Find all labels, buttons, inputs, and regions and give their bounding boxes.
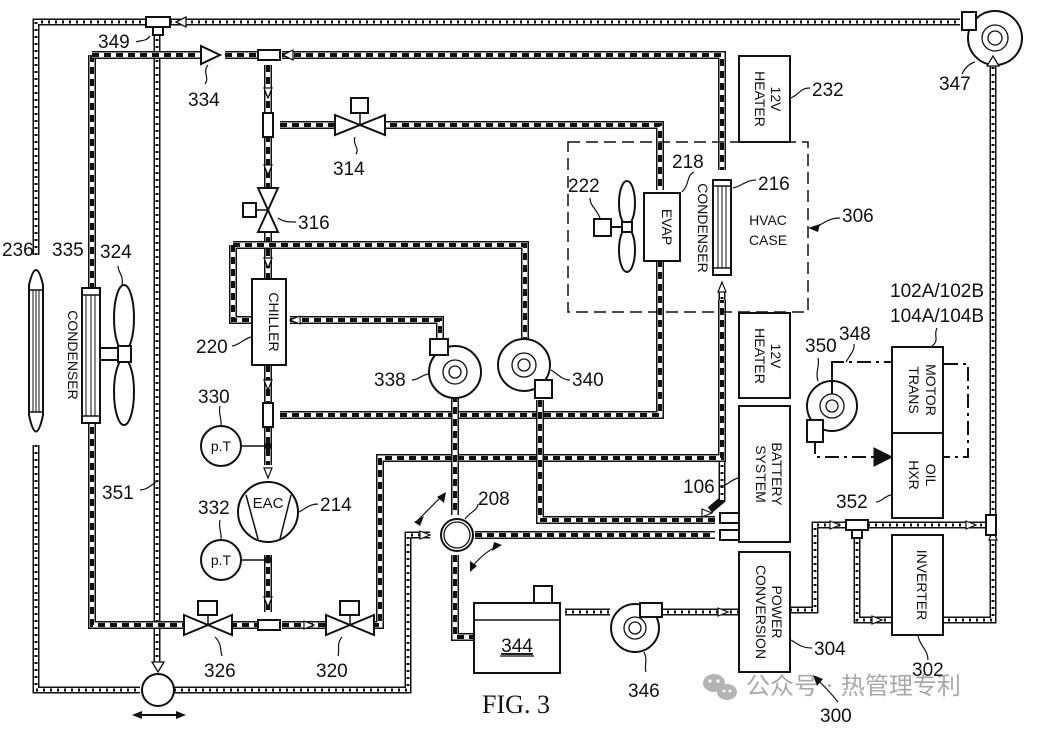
figure-title: FIG. 3 — [482, 690, 550, 719]
ref-218: 218 — [672, 152, 704, 173]
motor-trans: MOTOR TRANS — [891, 346, 944, 434]
ref-346: 346 — [628, 681, 660, 702]
ref-306: 306 — [842, 206, 874, 227]
ref-334: 334 — [188, 90, 220, 111]
pump-340 — [497, 338, 553, 399]
pump-347 — [961, 10, 1023, 67]
power-conversion: POWER CONVERSION — [738, 551, 791, 673]
chiller-label: CHILLER — [266, 292, 282, 351]
ref-300: 300 — [820, 706, 852, 727]
inverter: INVERTER — [891, 534, 944, 636]
shutoff-valve-326 — [183, 600, 233, 637]
check-valve-334 — [200, 44, 223, 66]
watermark-text: 公众号 · 热管理专利 — [746, 672, 961, 700]
tee-349 — [145, 15, 187, 36]
pump-338 — [428, 338, 482, 399]
ref-102: 102A/102B — [890, 281, 984, 302]
tee-fitting — [262, 112, 274, 138]
oil-pump-350 — [806, 362, 858, 443]
oil-hxr: OIL HXR — [891, 432, 944, 519]
tee-fitting — [262, 402, 274, 428]
hvac-case-label-2: CASE — [749, 232, 787, 248]
ref-314: 314 — [333, 159, 365, 180]
evaporator: EVAP — [643, 192, 681, 262]
eac-compressor: EAC — [237, 481, 299, 543]
heater-top-line1: 12V — [768, 87, 784, 113]
ref-106: 106 — [683, 477, 715, 498]
eac-label: EAC — [253, 495, 284, 512]
expansion-valve-314 — [334, 97, 386, 137]
ref-302: 302 — [912, 660, 944, 681]
radiator-236 — [28, 269, 44, 433]
oil-line2: HXR — [906, 460, 922, 490]
reservoir-344: 344 — [473, 585, 561, 674]
ref-214: 214 — [320, 495, 352, 516]
heater-232: 12V HEATER — [738, 55, 791, 143]
ref-304: 304 — [814, 639, 846, 660]
battery-line1: BATTERY — [769, 442, 785, 506]
battery-system: BATTERY SYSTEM — [719, 405, 791, 543]
hvac-condenser-label: CONDENSER — [695, 183, 711, 272]
ref-320: 320 — [316, 661, 348, 682]
ref-208: 208 — [478, 489, 510, 510]
hvac-case-outline — [567, 141, 809, 313]
inverter-label: INVERTER — [914, 550, 930, 621]
ref-332: 332 — [198, 498, 230, 519]
ref-350: 350 — [805, 336, 837, 357]
power-conv-line1: POWER — [769, 586, 785, 639]
battery-coolant-loop — [229, 241, 715, 641]
hvac-blower-fan — [593, 180, 636, 273]
heater-mid-line1: 12V — [768, 344, 784, 370]
expansion-valve-320 — [325, 600, 375, 637]
evap-label: EVAP — [659, 209, 675, 245]
ref-326: 326 — [204, 661, 236, 682]
ref-349: 349 — [98, 32, 130, 53]
chiller: CHILLER — [251, 278, 287, 366]
flow-arrows — [263, 49, 998, 630]
pt-upper-label: p.T — [211, 438, 232, 454]
hvac-condenser: CONDENSER — [695, 179, 732, 276]
heater-mid: 12V HEATER — [738, 312, 791, 399]
ref-348: 348 — [839, 324, 871, 345]
ref-344: 344 — [501, 636, 533, 657]
pt-sensor-330: p.T — [200, 425, 272, 467]
ref-351: 351 — [102, 483, 134, 504]
ref-316: 316 — [298, 213, 330, 234]
ref-324: 324 — [100, 242, 132, 263]
wechat-icon — [703, 674, 737, 700]
tee-fitting — [257, 49, 281, 61]
ref-222: 222 — [568, 176, 600, 197]
ref-340: 340 — [572, 370, 604, 391]
motor-line2: TRANS — [906, 366, 922, 413]
hvac-case-label-1: HVAC — [749, 212, 787, 228]
ref-104: 104A/104B — [890, 306, 984, 327]
refrigerant-loop — [88, 51, 726, 629]
ref-347: 347 — [939, 74, 971, 95]
ref-335: 335 — [52, 240, 84, 261]
ref-330: 330 — [198, 387, 230, 408]
ref-236: 236 — [2, 240, 34, 261]
oil-line1: OIL — [923, 464, 939, 487]
heater-top-line2: HEATER — [752, 71, 768, 127]
expansion-valve-316 — [242, 187, 280, 233]
heater-mid-line2: HEATER — [752, 328, 768, 384]
front-condenser-335: CONDENSER — [65, 287, 101, 424]
ref-216: 216 — [758, 174, 790, 195]
pump-346 — [610, 602, 663, 653]
ref-232: 232 — [812, 80, 844, 101]
ref-220: 220 — [196, 337, 228, 358]
mixing-valve-bottom — [132, 661, 186, 719]
front-condenser-label: CONDENSER — [65, 310, 81, 399]
power-conv-line2: CONVERSION — [753, 565, 769, 659]
ref-338: 338 — [374, 370, 406, 391]
ref-352: 352 — [836, 492, 868, 513]
tee-fitting — [257, 619, 281, 631]
pt-sensor-332: p.T — [200, 539, 272, 581]
front-fan-324 — [99, 284, 135, 426]
watermark: 公众号 · 热管理专利 — [703, 672, 961, 700]
motor-line1: MOTOR — [923, 364, 939, 416]
battery-line2: SYSTEM — [753, 445, 769, 503]
multiport-valve-208 — [414, 492, 502, 572]
pt-lower-label: p.T — [211, 552, 232, 568]
